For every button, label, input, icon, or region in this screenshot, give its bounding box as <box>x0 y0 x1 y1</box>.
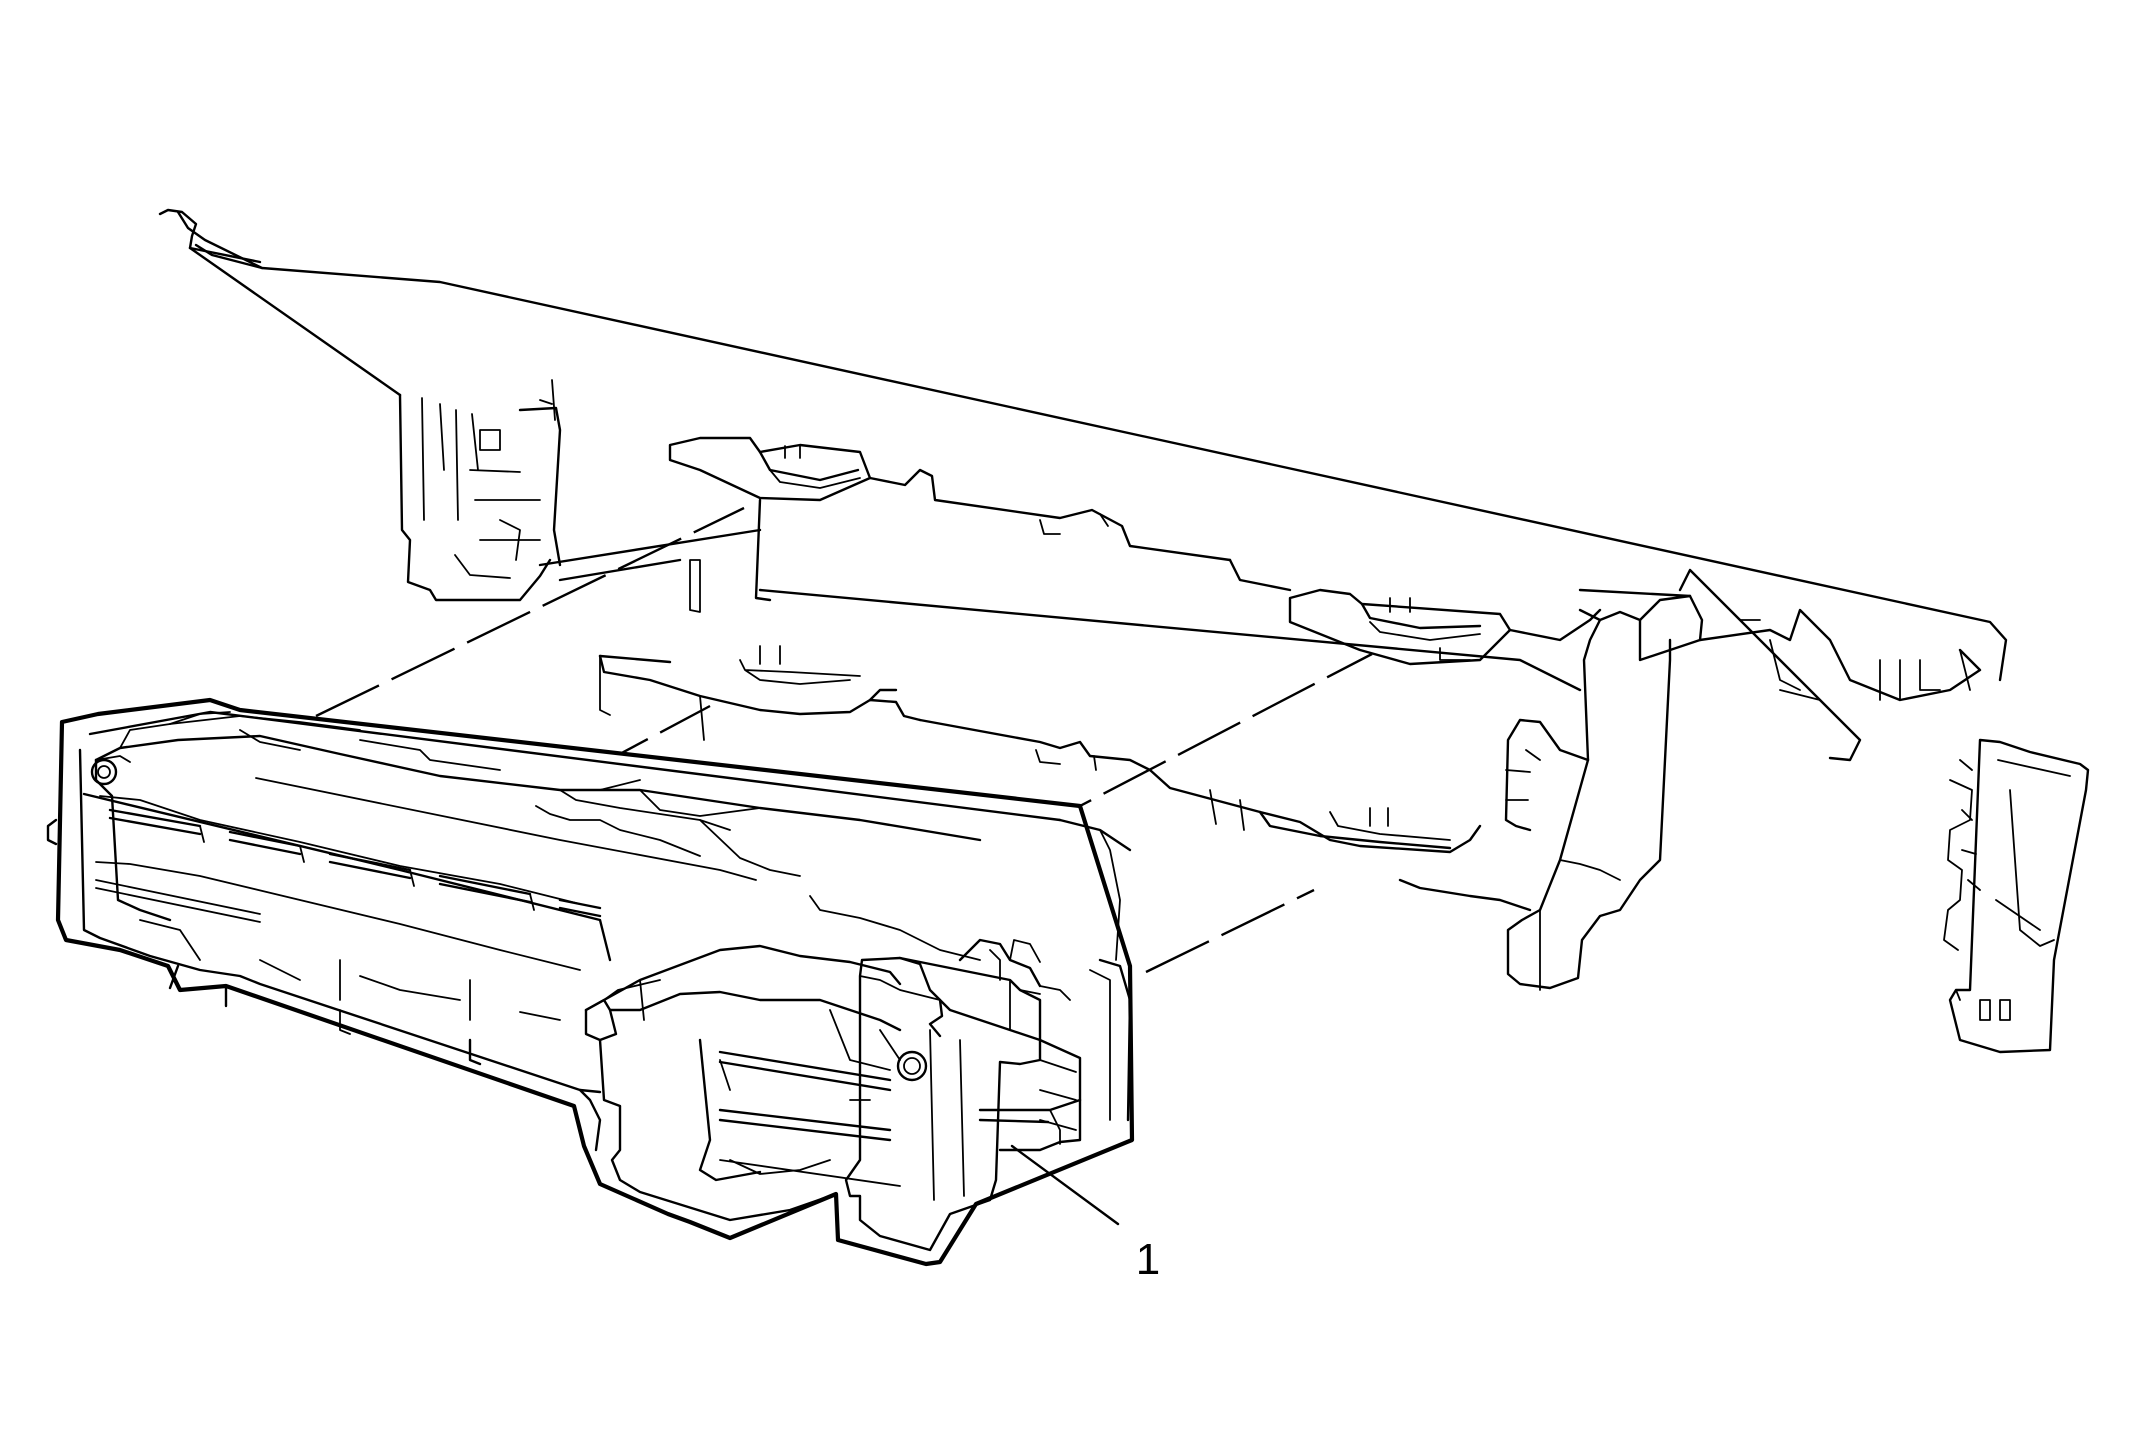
pivot-knob-left <box>90 758 118 786</box>
callout-label: 1 <box>1136 1235 1160 1284</box>
alignment-line-1 <box>315 506 745 718</box>
hvac-control-module <box>46 697 1135 1267</box>
pivot-knob-right <box>896 1050 928 1082</box>
instrument-panel-carrier <box>158 208 2090 1054</box>
alignment-line-4 <box>1145 888 1315 974</box>
callout-leader-line <box>1010 1144 1120 1226</box>
callout-1: 1 <box>1010 1144 1160 1284</box>
